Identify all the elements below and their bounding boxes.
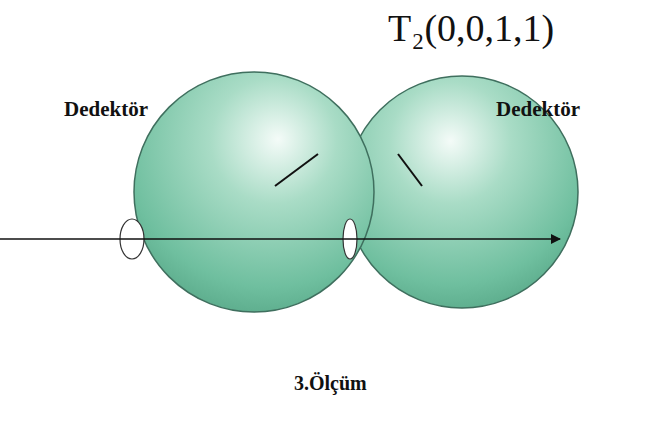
measurement-caption: 3.Ölçüm (294, 372, 367, 394)
detector-label: Dedektör (496, 98, 580, 121)
needle (275, 154, 318, 186)
detector-label: Dedektör (64, 98, 148, 121)
measurement-title: T₂(0,0,1,1) (388, 8, 554, 50)
left-sphere (134, 72, 374, 312)
beam-arrow (0, 238, 560, 240)
needle (398, 154, 422, 186)
